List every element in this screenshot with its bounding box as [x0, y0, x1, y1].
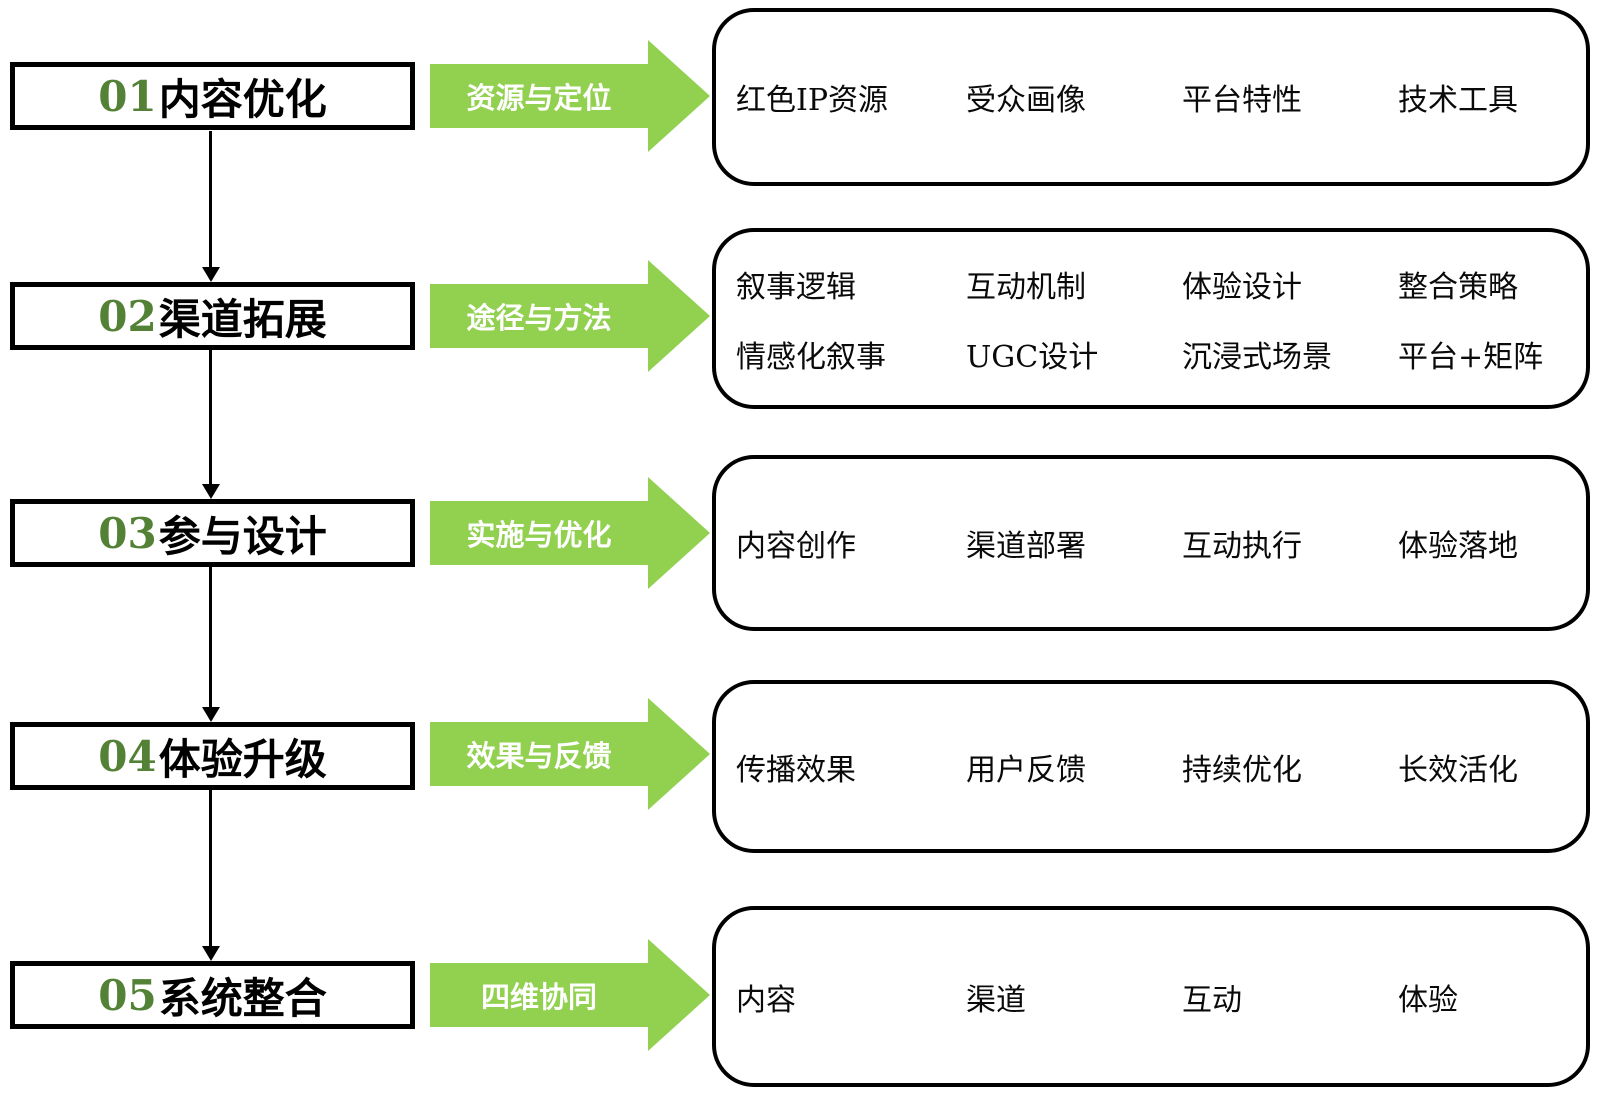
detail-panel-04: 传播效果 用户反馈 持续优化 长效活化 — [712, 680, 1590, 853]
detail-item: 内容创作 — [736, 529, 856, 564]
arrow-label: 四维协同 — [480, 980, 597, 1014]
connector-arrow-4-5 — [202, 790, 220, 961]
stage-number: 02 — [98, 291, 157, 341]
stage-title: 系统整合 — [158, 973, 327, 1023]
arrow-label: 效果与反馈 — [466, 739, 612, 773]
detail-item: 渠道部署 — [966, 529, 1086, 564]
detail-item: 持续优化 — [1182, 752, 1302, 788]
arrow-down-icon — [202, 267, 220, 282]
stage-arrow-03: 实施与优化 — [430, 477, 710, 589]
stage-number: 01 — [98, 71, 157, 121]
detail-item: 叙事逻辑 — [736, 269, 856, 305]
detail-item: 受众画像 — [966, 83, 1086, 118]
arrow-body: 实施与优化 — [430, 501, 648, 565]
stage-box-04: 04 体验升级 — [10, 722, 415, 790]
detail-item: 体验设计 — [1182, 269, 1302, 305]
stage-title: 体验升级 — [158, 734, 327, 784]
item-row: 内容 渠道 互动 体验 — [716, 975, 1586, 1019]
detail-item: 平台特性 — [1182, 83, 1302, 118]
detail-item: 沉浸式场景 — [1182, 339, 1332, 375]
stage-arrow-01: 资源与定位 — [430, 40, 710, 152]
arrow-down-icon — [202, 707, 220, 722]
stage-box-05: 05 系统整合 — [10, 961, 415, 1029]
arrow-right-icon — [648, 698, 710, 810]
stage-arrow-02: 途径与方法 — [430, 260, 710, 372]
stage-arrow-05: 四维协同 — [430, 939, 710, 1051]
detail-item: 长效活化 — [1398, 752, 1518, 788]
connector-arrow-1-2 — [202, 131, 220, 282]
detail-item: 技术工具 — [1398, 83, 1518, 118]
stage-number: 05 — [98, 970, 157, 1020]
arrow-label: 途径与方法 — [466, 301, 612, 335]
stage-box-03: 03 参与设计 — [10, 499, 415, 567]
arrow-right-icon — [648, 40, 710, 152]
detail-panel-01: 红色IP资源 受众画像 平台特性 技术工具 — [712, 8, 1590, 186]
detail-panel-03: 内容创作 渠道部署 互动执行 体验落地 — [712, 455, 1590, 631]
arrow-right-icon — [648, 939, 710, 1051]
arrow-right-icon — [648, 260, 710, 372]
item-row: 内容创作 渠道部署 互动执行 体验落地 — [716, 521, 1586, 565]
detail-item: 传播效果 — [736, 752, 856, 788]
arrow-right-icon — [648, 477, 710, 589]
detail-item: 用户反馈 — [966, 752, 1086, 788]
connector-line — [209, 790, 212, 948]
detail-item: 体验落地 — [1398, 529, 1518, 564]
detail-panel-02: 叙事逻辑 互动机制 体验设计 整合策略 情感化叙事 UGC设计 沉浸式场景 平台… — [712, 228, 1590, 409]
detail-item: 渠道 — [966, 982, 1026, 1018]
arrow-body: 效果与反馈 — [430, 722, 648, 786]
connector-line — [209, 567, 212, 709]
detail-item: 互动 — [1182, 982, 1242, 1018]
stage-number: 03 — [98, 508, 157, 558]
stage-number: 04 — [98, 731, 157, 781]
arrow-label: 实施与优化 — [466, 518, 612, 552]
arrow-body: 途径与方法 — [430, 284, 648, 348]
item-row: 传播效果 用户反馈 持续优化 长效活化 — [716, 745, 1586, 789]
stage-title: 内容优化 — [158, 74, 327, 124]
connector-arrow-3-4 — [202, 567, 220, 722]
item-row: 叙事逻辑 互动机制 体验设计 整合策略 — [716, 262, 1586, 306]
arrow-down-icon — [202, 946, 220, 961]
connector-line — [209, 131, 212, 269]
item-row: 红色IP资源 受众画像 平台特性 技术工具 — [716, 75, 1586, 119]
detail-item: UGC设计 — [966, 339, 1099, 375]
stage-box-01: 01 内容优化 — [10, 62, 415, 130]
connector-line — [209, 350, 212, 486]
stage-box-02: 02 渠道拓展 — [10, 282, 415, 350]
detail-item: 体验 — [1398, 982, 1458, 1018]
stage-title: 渠道拓展 — [158, 294, 327, 344]
detail-item: 互动执行 — [1182, 529, 1302, 564]
detail-item: 互动机制 — [966, 269, 1086, 305]
arrow-label: 资源与定位 — [466, 81, 612, 115]
detail-item: 平台+矩阵 — [1398, 339, 1544, 375]
detail-item: 情感化叙事 — [736, 339, 886, 375]
connector-arrow-2-3 — [202, 350, 220, 499]
arrow-down-icon — [202, 484, 220, 499]
stage-arrow-04: 效果与反馈 — [430, 698, 710, 810]
detail-item: 红色IP资源 — [736, 83, 889, 118]
detail-item: 内容 — [736, 982, 796, 1018]
detail-item: 整合策略 — [1398, 269, 1518, 305]
stage-title: 参与设计 — [158, 511, 327, 561]
arrow-body: 四维协同 — [430, 963, 648, 1027]
item-row: 情感化叙事 UGC设计 沉浸式场景 平台+矩阵 — [716, 332, 1586, 376]
arrow-body: 资源与定位 — [430, 64, 648, 128]
detail-panel-05: 内容 渠道 互动 体验 — [712, 906, 1590, 1087]
